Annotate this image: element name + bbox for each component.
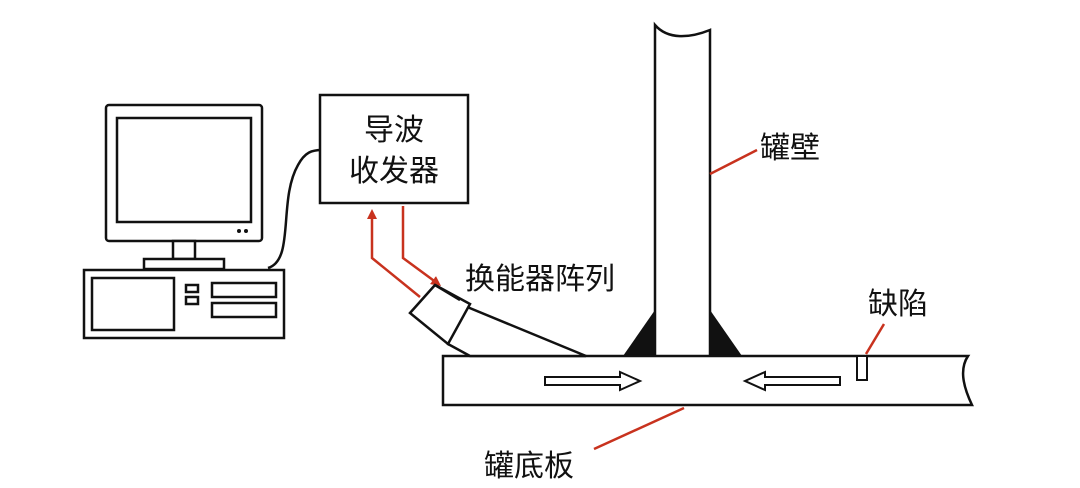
wave-arrow-left (742, 370, 841, 392)
signal-arrow-down (401, 206, 442, 286)
tank-bottom-plate (441, 354, 974, 407)
label-defect: 缺陷 (868, 287, 928, 322)
transceiver-box (318, 93, 470, 205)
defect-notch (856, 355, 868, 381)
leader-defect (864, 323, 886, 355)
transceiver-label-line1: 导波 (364, 113, 424, 148)
label-tank-wall: 罐壁 (760, 131, 820, 166)
leader-tank-bottom (593, 406, 685, 451)
tank-wall (653, 21, 712, 355)
leader-tank-wall (709, 148, 758, 176)
signal-arrow-up (367, 209, 421, 298)
transceiver-label-line2: 收发器 (349, 154, 439, 189)
pc-tower (82, 268, 286, 340)
label-transducer-array: 换能器阵列 (465, 262, 615, 297)
transducer-array (408, 283, 587, 358)
computer (82, 103, 286, 340)
monitor (104, 103, 264, 271)
label-tank-bottom: 罐底板 (484, 449, 574, 484)
weld-right (710, 310, 742, 356)
wave-arrow-right (544, 370, 643, 392)
weld-left (623, 310, 655, 356)
cable (267, 148, 323, 270)
